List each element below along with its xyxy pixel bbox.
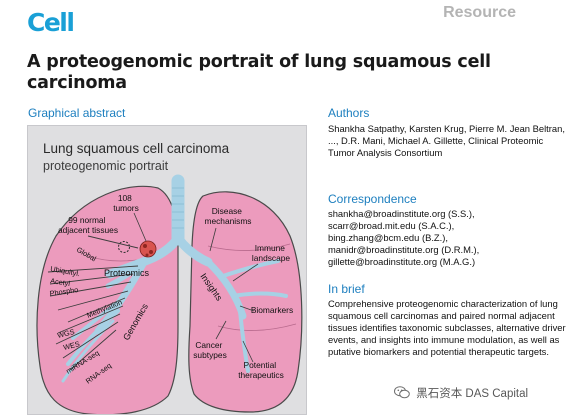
watermark-text: 黑石资本 DAS Capital [416,388,529,400]
immune-landscape-label: Immune landscape [252,243,291,263]
omics-label-acetyl: Acetyl [50,276,71,288]
correspondence-email[interactable]: shankha@broadinstitute.org (S.S.), [328,208,475,219]
authors-list: Shankha Satpathy, Karsten Krug, Pierre M… [328,123,565,158]
normal-count-label: 99 normal adjacent tissues [58,215,118,235]
ga-subtitle: proteogenomic portrait [43,159,169,173]
graphical-abstract: Lung squamous cell carcinoma proteogenom… [27,125,307,415]
proteomics-label: Proteomics [104,268,150,278]
tumors-count-label: 108 tumors [113,193,139,213]
in-brief-heading: In brief [328,282,365,296]
watermark: 黑石资本 DAS Capital [394,385,528,402]
correspondence-email[interactable]: manidr@broadinstitute.org (D.R.M.), [328,243,480,255]
omics-label-wgs: WGS [56,327,75,340]
in-brief-text: Comprehensive proteogenomic characteriza… [328,298,566,357]
disease-mechanisms-label: Disease mechanisms [204,206,251,226]
wechat-icon [394,386,410,402]
right-lung [188,191,303,413]
article-title: A proteogenomic portrait of lung squamou… [27,52,491,93]
correspondence-email[interactable]: bing.zhang@bcm.edu (B.Z.), [328,231,448,243]
omics-label-phospho: Phospho [49,285,79,298]
graphical-abstract-heading: Graphical abstract [28,106,126,120]
omics-label-wes: WES [62,339,80,352]
potential-therapeutics-label: Potential therapeutics [238,360,284,380]
cancer-subtypes-label: Cancer subtypes [193,340,227,360]
correspondence-heading: Correspondence [328,192,417,206]
ga-title: Lung squamous cell carcinoma [43,141,230,156]
tumor-marker [118,240,157,258]
correspondence-email[interactable]: scarr@broad.mit.edu (S.A.C.), [328,219,455,231]
biomarkers-label: Biomarkers [251,305,293,315]
authors-heading: Authors [328,106,370,120]
journal-logo: Cell [27,8,75,37]
correspondence-email[interactable]: gillette@broadinstitute.org (M.A.G.) [328,255,476,267]
correspondence-list: shankha@broadinstitute.org (S.S.), scarr… [328,208,568,268]
article-type-label: Resource [443,4,516,21]
